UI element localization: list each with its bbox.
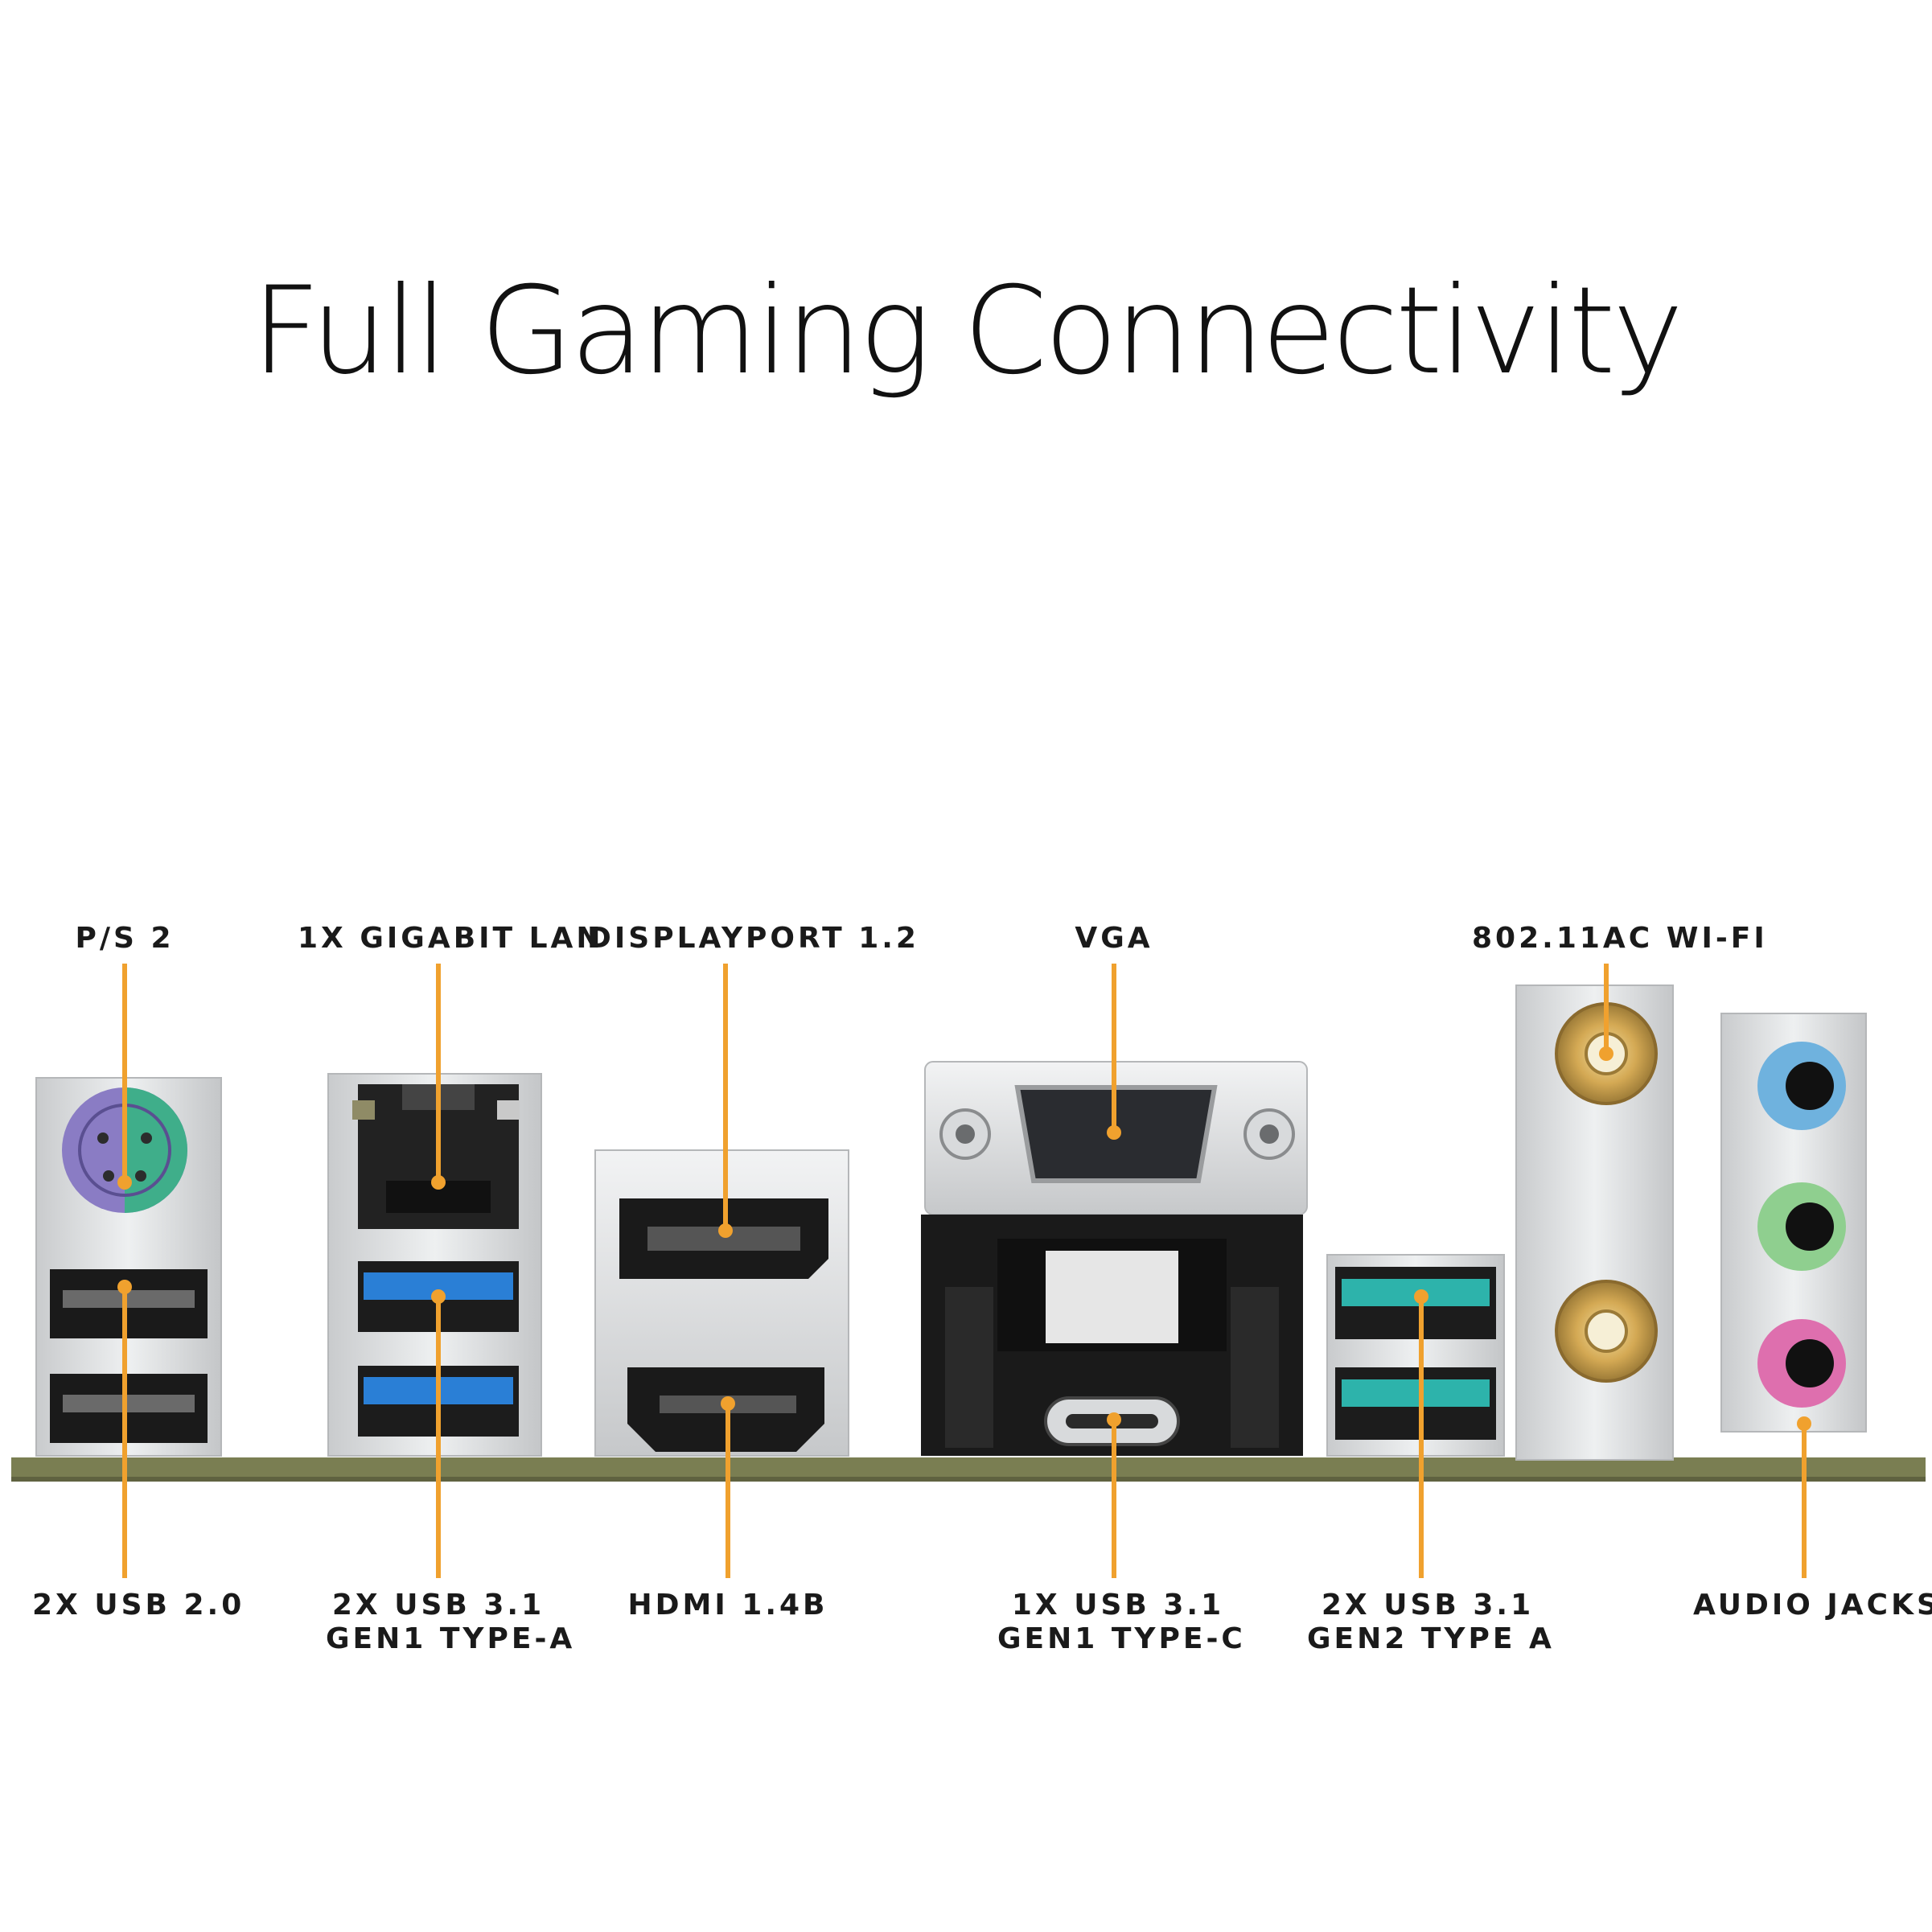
label-usb31-gen2-type-a-line2: GEN2 TYPE A: [1307, 1622, 1555, 1655]
vga-usbc-stack: [921, 1061, 1308, 1456]
label-usb31-gen1-type-c-line1: 1X USB 3.1: [1011, 1589, 1225, 1622]
label-audio-jacks: AUDIO JACKS: [1693, 1589, 1932, 1622]
label-usb31-gen1-type-a-line1: 2X USB 3.1: [331, 1589, 545, 1622]
label-wifi: 802.11AC WI-FI: [1472, 922, 1768, 955]
label-gigabit-lan: 1X GIGABIT LAN: [298, 922, 604, 955]
label-usb31-gen1-type-c-line2: GEN1 TYPE-C: [997, 1622, 1246, 1655]
label-ps2: P/S 2: [75, 922, 175, 955]
callout-lines: [117, 964, 1811, 1578]
usb31-gen2-stack: [1326, 1254, 1505, 1457]
label-usb31-gen2-type-a: 2X USB 3.1 GEN2 TYPE A: [1307, 1589, 1555, 1656]
label-usb31-gen1-type-c: 1X USB 3.1 GEN1 TYPE-C: [997, 1589, 1246, 1656]
wifi-antenna-bracket: [1515, 984, 1674, 1461]
page-title: Full Gaming Connectivity: [251, 261, 1684, 401]
label-usb31-gen1-type-a-line2: GEN1 TYPE-A: [326, 1622, 576, 1655]
usb31-gen2-port-2: [1342, 1379, 1490, 1407]
audio-jack-stack: [1720, 1013, 1867, 1433]
label-usb20: 2X USB 2.0: [32, 1589, 245, 1622]
dp-hdmi-stack: [594, 1149, 849, 1457]
label-usb31-gen2-type-a-line1: 2X USB 3.1: [1321, 1589, 1535, 1622]
ps2-usb20-stack: [35, 1077, 222, 1457]
label-usb31-gen1-type-a: 2X USB 3.1 GEN1 TYPE-A: [326, 1589, 576, 1656]
pcb-board: [11, 1457, 1926, 1478]
label-displayport: DISPLAYPORT 1.2: [587, 922, 919, 955]
label-vga: VGA: [1075, 922, 1153, 955]
label-hdmi: HDMI 1.4B: [627, 1589, 828, 1622]
lan-usb31-gen1-stack: [327, 1073, 542, 1457]
